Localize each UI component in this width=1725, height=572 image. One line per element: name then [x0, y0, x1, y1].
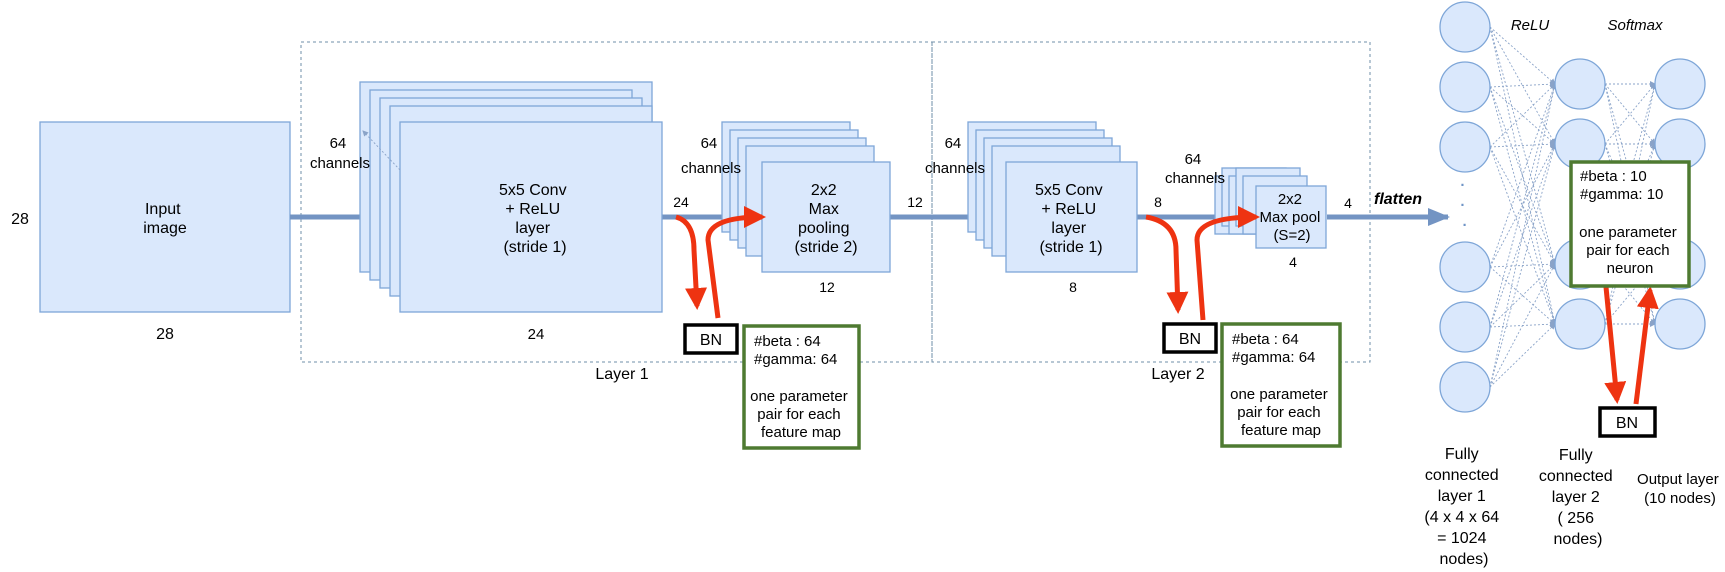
bn2-box: [1162, 322, 1218, 354]
conv1-box: [399, 121, 663, 313]
pool2-channels-label: 64 channels: [1165, 151, 1225, 187]
fc-connection: [1489, 266, 1556, 325]
conv1-out-size: 24: [673, 194, 689, 210]
pool2-size-bottom: 4: [1289, 254, 1297, 270]
pool1-out-size: 12: [907, 194, 923, 210]
fc1-node: [1439, 121, 1491, 173]
bn3-label: BN: [1616, 415, 1638, 432]
conv2-size-bottom: 8: [1069, 279, 1077, 295]
layer1-label: Layer 1: [595, 366, 648, 383]
output-layer-label: Output layer (10 nodes): [1637, 471, 1723, 507]
bn2-label: BN: [1179, 331, 1201, 348]
fc2-label: Fully connected layer 2 ( 256 nodes): [1539, 447, 1617, 548]
pool1-size-bottom: 12: [819, 279, 835, 295]
fc-connection: [1489, 263, 1556, 388]
fc-connection: [1604, 83, 1656, 145]
conv1-channels-pointer: [362, 130, 401, 171]
conv1-label: 5x5 Conv + ReLU layer (stride 1): [499, 182, 571, 256]
fc-connection: [1489, 83, 1556, 148]
bn3-arrow-out: [1633, 286, 1659, 405]
pool2-out-size: 4: [1344, 195, 1352, 211]
output-node: [1654, 298, 1706, 350]
conv2-box: [1005, 161, 1138, 273]
conv2-stack: [967, 121, 1138, 273]
fc-connection: [1489, 83, 1557, 268]
bn1-note-text: #beta : 64 #gamma: 64 one parameter pair…: [750, 333, 852, 441]
bn3-arrow-in: [1603, 286, 1627, 404]
input-image-label: Input image: [143, 201, 187, 237]
pool1-label: 2x2 Max pooling (stride 2): [794, 182, 857, 256]
bn1-arrow-out: [705, 206, 766, 319]
fc1-label: Fully connected layer 1 (4 x 4 x 64 = 10…: [1424, 446, 1503, 568]
fc1-node: [1439, 241, 1491, 293]
fc1-node: [1439, 361, 1491, 413]
fc-connection: [1489, 86, 1557, 265]
flatten-label: flatten: [1374, 191, 1422, 208]
fc1-dots: · · ·: [1460, 177, 1469, 234]
relu-label: ReLU: [1511, 17, 1550, 34]
fc-connection: [1489, 26, 1557, 265]
bn1-note: [742, 324, 861, 450]
input-size-left: 28: [11, 211, 29, 228]
bn1-arrow-in: [675, 214, 708, 310]
fc-connection: [1489, 143, 1557, 328]
softmax-label: Softmax: [1607, 17, 1663, 34]
bn2-note-text: #beta : 64 #gamma: 64 one parameter pair…: [1230, 331, 1332, 439]
input-image-box: [39, 121, 291, 313]
conv1-channels-label: 64 channels: [310, 135, 370, 172]
input-size-bottom: 28: [156, 326, 174, 343]
pool2-box: [1255, 185, 1327, 249]
bn3-box: [1598, 406, 1657, 438]
pool1-box: [761, 161, 891, 273]
layer1-frame: [300, 41, 933, 363]
output-node: [1654, 58, 1706, 110]
layer2-label: Layer 2: [1151, 366, 1204, 383]
fc2-node: [1554, 298, 1606, 350]
fc-connection: [1489, 86, 1556, 145]
fc1-node: [1439, 1, 1491, 53]
bn1-label: BN: [700, 332, 722, 349]
pool1-stack: [721, 121, 891, 273]
fc-connection: [1489, 26, 1556, 85]
bn2-arrow-in: [1145, 214, 1189, 314]
fc-connection: [1489, 323, 1556, 388]
conv2-out-size: 8: [1154, 194, 1162, 210]
fc2-node: [1554, 58, 1606, 110]
bn3-note: [1569, 160, 1691, 288]
fc-nodes: [1439, 1, 1706, 413]
pool1-channels-label: 64 channels: [681, 135, 741, 177]
bn2-note: [1220, 322, 1342, 448]
fc-connection: [1489, 83, 1557, 328]
fc-connection: [1604, 83, 1656, 145]
fc-connection: [1489, 146, 1557, 325]
pool2-label: 2x2 Max pool (S=2): [1259, 191, 1324, 244]
conv1-size-bottom: 24: [528, 326, 545, 343]
fc1-node: [1439, 61, 1491, 113]
fc-connection: [1489, 81, 1556, 88]
fc-connection: [1489, 143, 1557, 388]
fc-connection: [1489, 141, 1556, 148]
conv2-label: 5x5 Conv + ReLU layer (stride 1): [1035, 182, 1107, 256]
fc1-node: [1439, 301, 1491, 353]
bn2-arrow-out: [1194, 206, 1260, 321]
bn3-note-text: #beta : 10 #gamma: 10 one parameter pair…: [1579, 168, 1681, 277]
layer2-frame: [931, 41, 1371, 363]
conv2-channels-label: 64 channels: [925, 135, 985, 177]
bn1-box: [683, 323, 739, 355]
fc-connection: [1489, 263, 1556, 328]
fc-connection: [1489, 86, 1557, 325]
conv1-stack: [359, 81, 663, 313]
